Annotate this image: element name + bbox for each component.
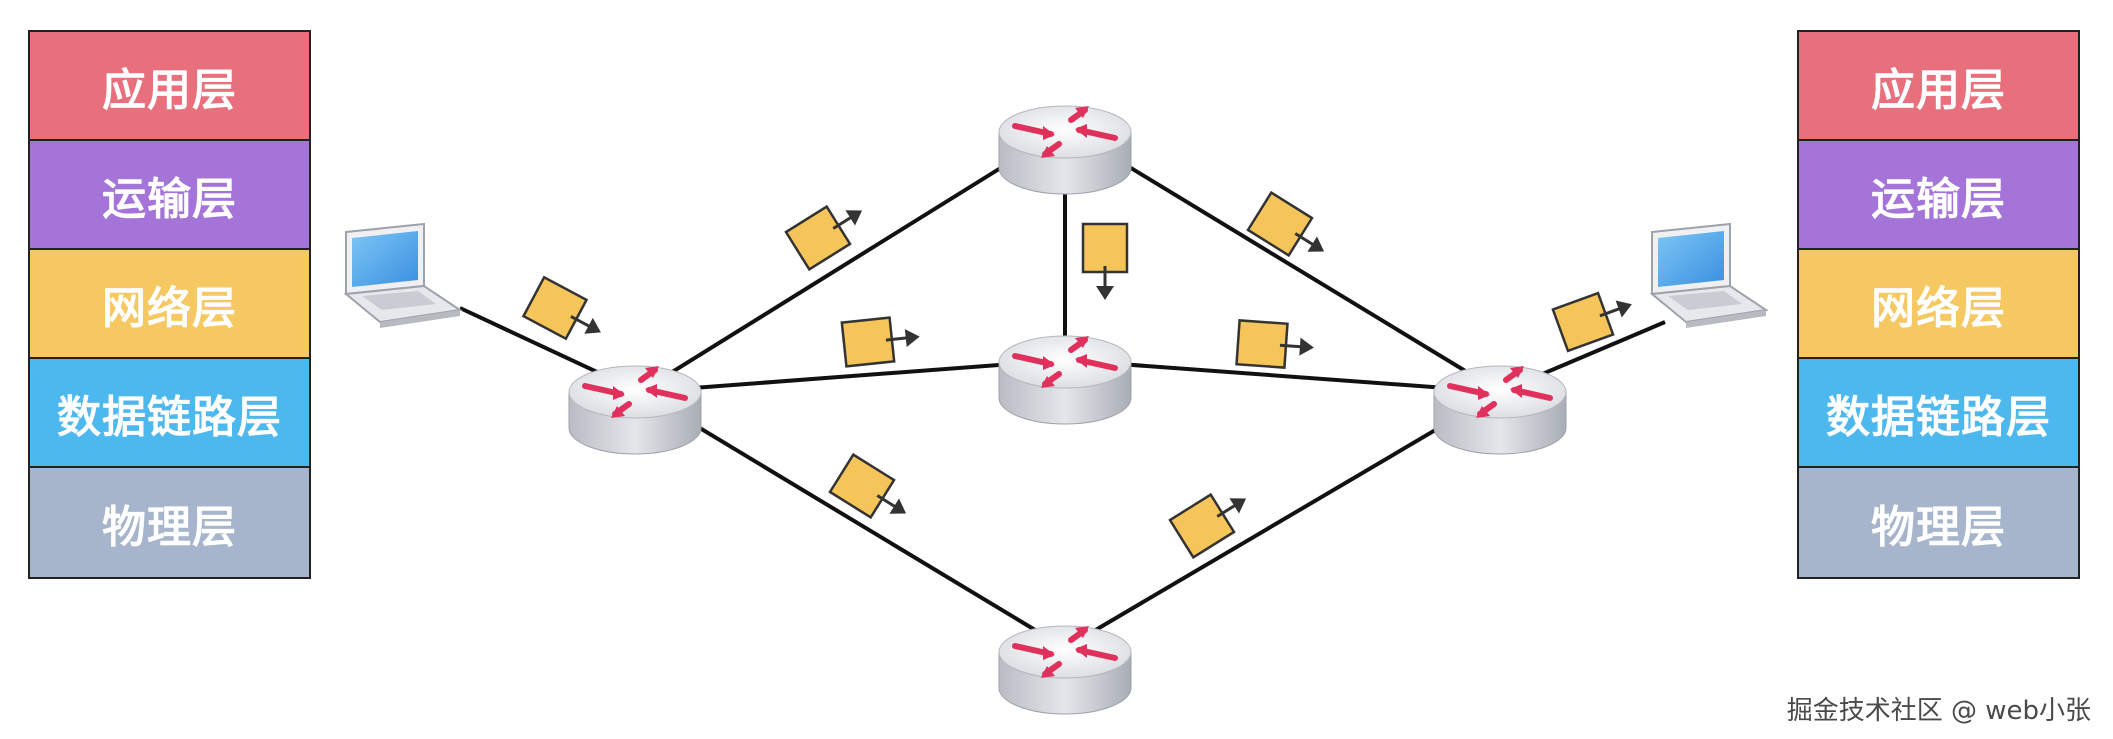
router-icon-right [1434,366,1566,454]
packet-icon-6 [1246,191,1338,272]
layer-application: 应用层 [30,32,309,141]
packet-icon-2 [784,190,876,271]
packet-icon-3 [840,313,924,368]
packet-icon-8 [1168,478,1260,559]
layer-physical: 物理层 [30,468,309,577]
packet-icon-4 [828,453,920,534]
link-r-left-r-top [638,126,1067,394]
packet-icon-9 [1551,282,1641,353]
packet-icon-1 [521,275,613,354]
layer-network: 网络层 [1799,250,2078,359]
router-icon-top [999,106,1131,194]
layer-data-link: 数据链路层 [30,359,309,468]
link-r-left-r-mid [639,358,1066,394]
link-r-mid-r-right [1064,358,1501,394]
router-icon-left [569,366,701,454]
link-r-bottom-r-right [1063,390,1502,650]
protocol-stack-left: 应用层 运输层 网络层 数据链路层 物理层 [28,30,311,579]
router-icon-bottom [999,626,1131,714]
laptop-icon-right [1651,223,1767,329]
router-icon-middle [999,336,1131,424]
laptop-icon-left [345,223,461,329]
layer-network: 网络层 [30,250,309,359]
link-r-left-r-bottom [638,390,1067,650]
layer-physical: 物理层 [1799,468,2078,577]
layer-data-link: 数据链路层 [1799,359,2078,468]
protocol-stack-right: 应用层 运输层 网络层 数据链路层 物理层 [1797,30,2080,579]
packet-icon-7 [1235,318,1317,372]
layer-transport: 运输层 [1799,141,2078,250]
layer-application: 应用层 [1799,32,2078,141]
link-r-top-r-right [1063,126,1502,394]
packet-icon-5 [1081,222,1129,302]
layer-transport: 运输层 [30,141,309,250]
watermark: 掘金技术社区 @ web小张 [1786,696,2091,726]
links [459,126,1666,650]
